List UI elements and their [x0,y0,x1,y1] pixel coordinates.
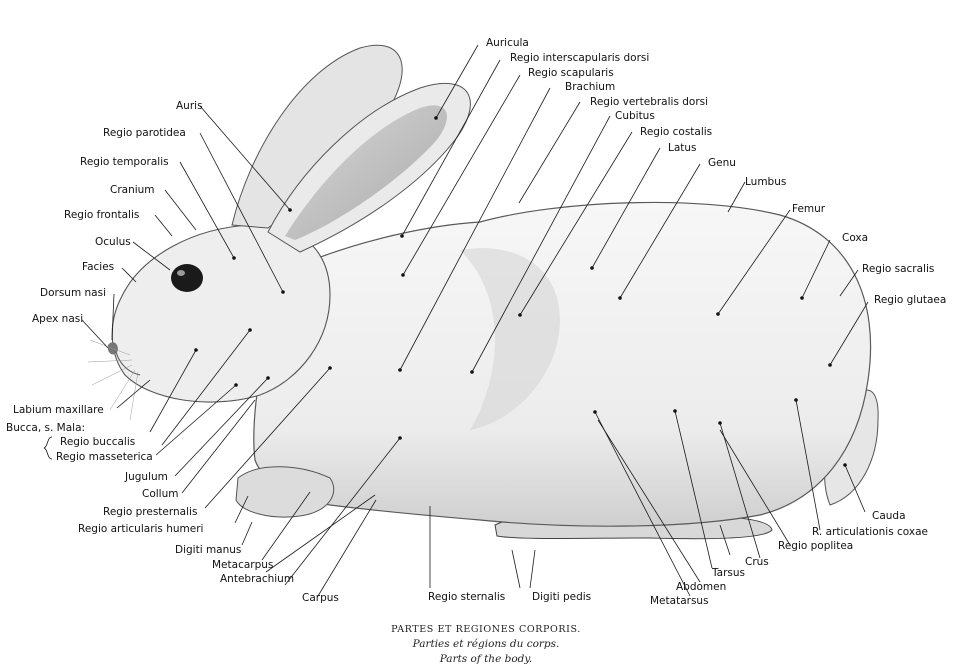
label-auricula: Auricula [486,37,529,49]
label-regio-articularis-humeri: Regio articularis humeri [78,523,203,535]
label-metatarsus: Metatarsus [650,595,709,607]
label-regio-sacralis: Regio sacralis [862,263,934,275]
label-genu: Genu [708,157,736,169]
label-abdomen: Abdomen [676,581,726,593]
caption-latin: PARTES ET REGIONES CORPORIS. [391,624,581,635]
rabbit-illustration [88,45,878,538]
label-regio-sternalis: Regio sternalis [428,591,505,603]
label-regio-masseterica: Regio masseterica [56,451,153,463]
label-digiti-pedis: Digiti pedis [532,591,591,603]
label-apex-nasi: Apex nasi [32,313,83,325]
label-lumbus: Lumbus [745,176,786,188]
label-auris: Auris [176,100,203,112]
label-bucca-mala: Bucca, s. Mala: [6,422,85,434]
label-regio-scapularis: Regio scapularis [528,67,614,79]
label-cauda: Cauda [872,510,906,522]
caption-french: Parties et régions du corps. [412,638,560,650]
label-crus: Crus [745,556,769,568]
label-regio-parotidea: Regio parotidea [103,127,186,139]
label-regio-vertebralis-dorsi: Regio vertebralis dorsi [590,96,708,108]
label-digiti-manus: Digiti manus [175,544,241,556]
front-foot [236,467,334,517]
label-metacarpus: Metacarpus [212,559,273,571]
label-regio-presternalis: Regio presternalis [103,506,197,518]
label-tarsus: Tarsus [711,567,745,579]
label-regio-frontalis: Regio frontalis [64,209,139,221]
label-facies: Facies [82,261,114,273]
caption-english: Parts of the body. [439,653,533,665]
label-cubitus: Cubitus [615,110,655,122]
label-labium-maxillare: Labium maxillare [13,404,104,416]
label-regio-glutaea: Regio glutaea [874,294,946,306]
label-dorsum-nasi: Dorsum nasi [40,287,106,299]
label-antebrachium: Antebrachium [220,573,294,585]
label-carpus: Carpus [302,592,339,604]
label-brachium: Brachium [565,81,615,93]
label-regio-buccalis: Regio buccalis [60,436,135,448]
label-r-articulationis-coxae: R. articulationis coxae [812,526,928,538]
label-regio-interscapularis-dorsi: Regio interscapularis dorsi [510,52,649,64]
label-coxa: Coxa [842,232,868,244]
label-regio-poplitea: Regio poplitea [778,540,853,552]
label-femur: Femur [792,203,826,215]
caption: PARTES ET REGIONES CORPORIS. Parties et … [391,624,581,665]
label-cranium: Cranium [110,184,155,196]
label-jugulum: Jugulum [124,471,168,483]
label-latus: Latus [668,142,697,154]
label-collum: Collum [142,488,178,500]
eye [171,264,203,292]
label-oculus: Oculus [95,236,131,248]
label-regio-temporalis: Regio temporalis [80,156,169,168]
bracket-bucca [44,437,52,459]
label-regio-costalis: Regio costalis [640,126,712,138]
eye-highlight [177,270,185,276]
body [254,202,871,526]
